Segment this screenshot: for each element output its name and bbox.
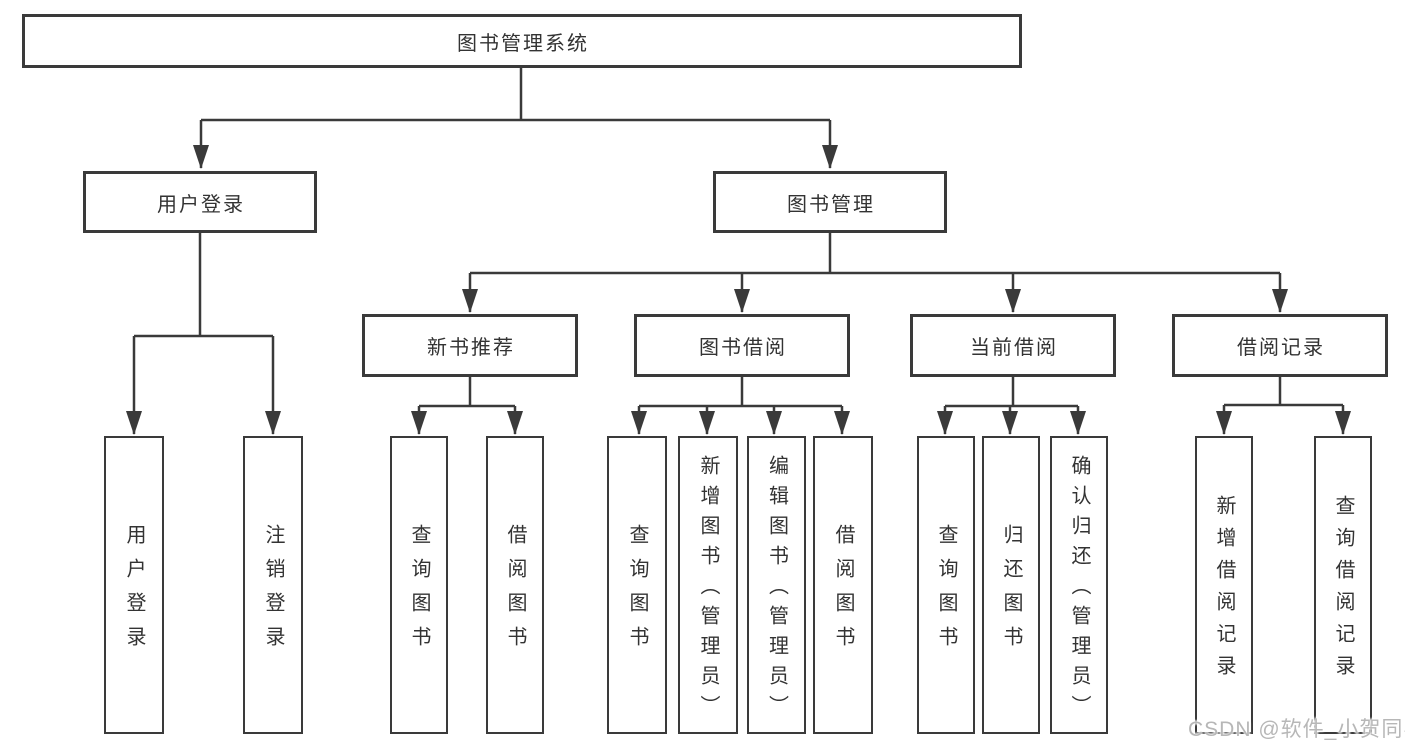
- leaf-borrow-borrow-books-label: 借阅图书: [832, 524, 854, 660]
- leaf-query-borrow-record-label: 查询借阅记录: [1332, 495, 1354, 687]
- node-borrow-records-label: 借阅记录: [1237, 337, 1325, 359]
- node-book-borrow: 图书借阅: [634, 314, 850, 377]
- leaf-add-book-admin-label: 新增图书（管理员）: [697, 455, 719, 725]
- watermark: CSDN @软件_小贺同学: [1188, 718, 1405, 741]
- node-book-management-label: 图书管理: [787, 193, 875, 216]
- leaf-logout-label: 注销登录: [262, 524, 284, 660]
- leaf-user-login: 用户登录: [104, 436, 164, 734]
- node-root-label: 图书管理系统: [457, 32, 589, 55]
- leaf-query-borrow-record: 查询借阅记录: [1314, 436, 1372, 734]
- node-book-management: 图书管理: [713, 171, 947, 233]
- node-new-book-recommend-label: 新书推荐: [427, 337, 515, 359]
- leaf-logout: 注销登录: [243, 436, 303, 734]
- node-root-system: 图书管理系统: [22, 14, 1022, 68]
- node-current-borrow: 当前借阅: [910, 314, 1116, 377]
- leaf-return-book: 归还图书: [982, 436, 1040, 734]
- node-borrow-records: 借阅记录: [1172, 314, 1388, 377]
- node-current-borrow-label: 当前借阅: [970, 337, 1058, 359]
- node-book-borrow-label: 图书借阅: [699, 337, 787, 359]
- node-user-login: 用户登录: [83, 171, 317, 233]
- leaf-confirm-return-admin: 确认归还（管理员）: [1050, 436, 1108, 734]
- leaf-borrow-query-books: 查询图书: [607, 436, 667, 734]
- leaf-recommend-borrow-books: 借阅图书: [486, 436, 544, 734]
- leaf-add-book-admin: 新增图书（管理员）: [678, 436, 738, 734]
- leaf-edit-book-admin: 编辑图书（管理员）: [747, 436, 806, 734]
- leaf-borrow-query-books-label: 查询图书: [626, 524, 648, 660]
- leaf-current-query-books: 查询图书: [917, 436, 975, 734]
- leaf-recommend-borrow-books-label: 借阅图书: [504, 524, 526, 660]
- leaf-confirm-return-admin-label: 确认归还（管理员）: [1068, 455, 1090, 725]
- leaf-add-borrow-record-label: 新增借阅记录: [1213, 495, 1235, 687]
- leaf-borrow-borrow-books: 借阅图书: [813, 436, 873, 734]
- leaf-add-borrow-record: 新增借阅记录: [1195, 436, 1253, 734]
- leaf-edit-book-admin-label: 编辑图书（管理员）: [765, 455, 788, 725]
- leaf-return-book-label: 归还图书: [1000, 524, 1022, 660]
- node-new-book-recommend: 新书推荐: [362, 314, 578, 377]
- node-user-login-label: 用户登录: [157, 193, 245, 216]
- leaf-user-login-label: 用户登录: [123, 524, 145, 660]
- leaf-recommend-query-books-label: 查询图书: [408, 524, 430, 660]
- leaf-recommend-query-books: 查询图书: [390, 436, 448, 734]
- leaf-current-query-books-label: 查询图书: [935, 524, 957, 660]
